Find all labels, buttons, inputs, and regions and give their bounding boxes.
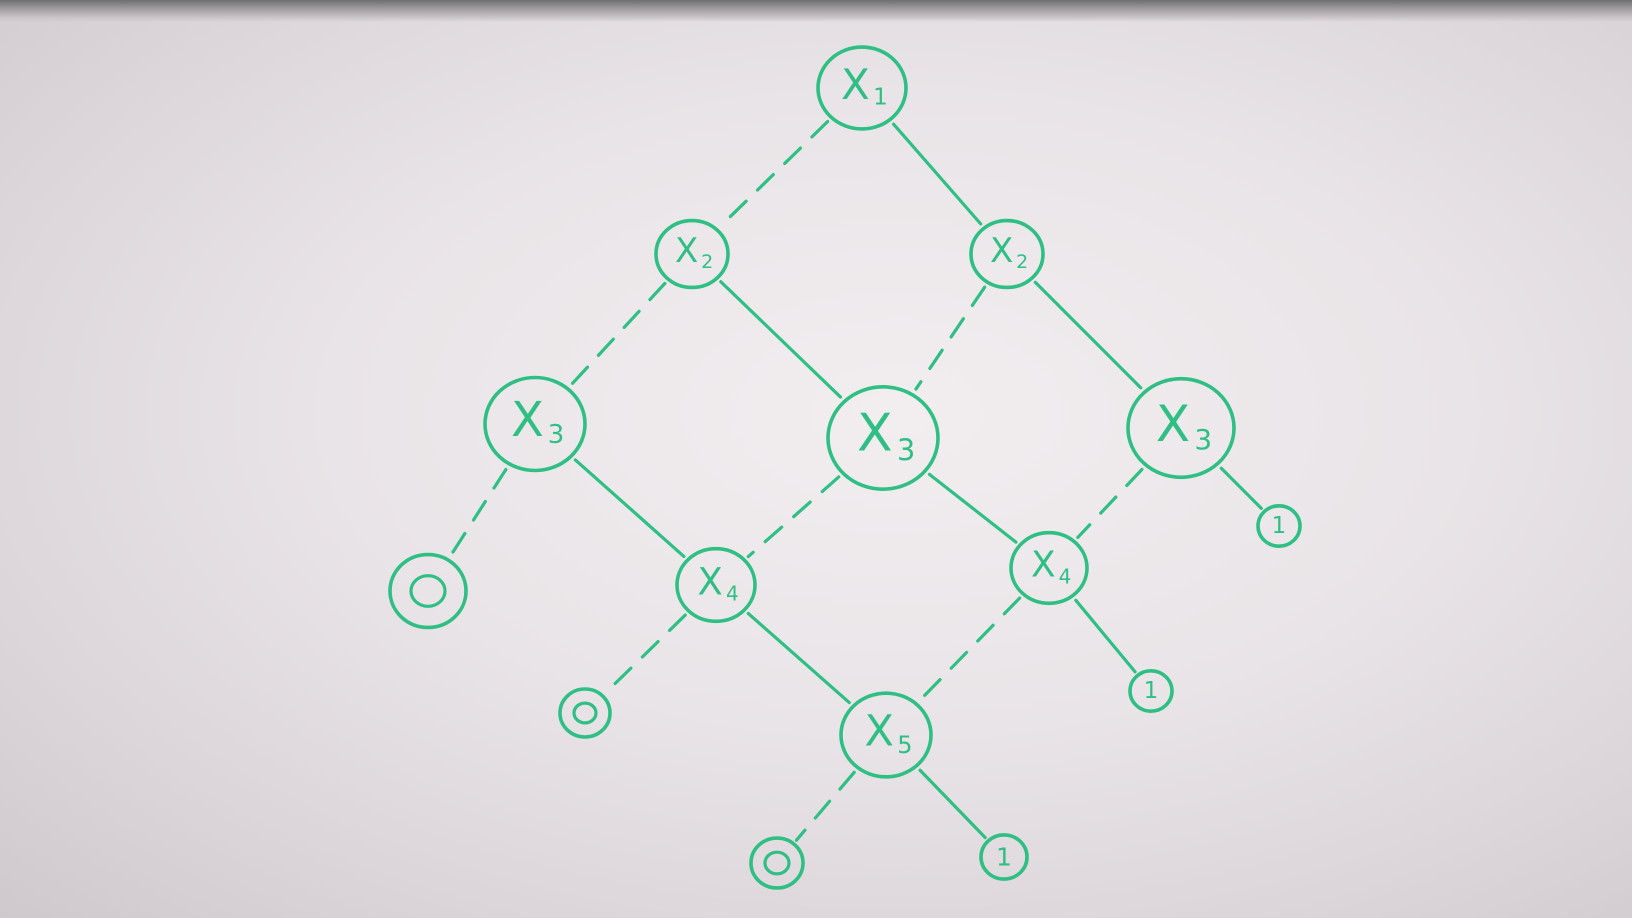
node-label: X <box>1156 395 1190 453</box>
dashed-edge-n5-t0c <box>794 770 856 842</box>
node-circle <box>816 45 908 131</box>
solid-edge-n2b-n3c <box>1033 280 1143 390</box>
terminal-label <box>409 574 447 608</box>
terminal-0-t0a: 0 <box>388 552 468 630</box>
node-subscript: 4 <box>1059 564 1072 588</box>
node-label: X <box>697 560 722 603</box>
solid-edge-n1-n2b <box>891 122 983 226</box>
dashed-edge-n2b-n3b <box>914 285 987 391</box>
terminal-value: 0 <box>777 862 778 864</box>
terminal-0-t0c: 0 <box>749 836 805 890</box>
node-subscript: 2 <box>1016 251 1028 273</box>
node-subscript: 3 <box>1194 423 1212 456</box>
node-subscript: 2 <box>701 251 713 273</box>
solid-edge-n3c-t1a <box>1219 466 1263 510</box>
solid-edge-n5-t1c <box>918 768 987 840</box>
terminal-1-t1b: 1 <box>1128 669 1174 713</box>
node-circle <box>839 691 933 779</box>
terminal-label: 1 <box>1144 678 1159 704</box>
terminal-label: 1 <box>996 843 1012 872</box>
node-label: X <box>675 231 698 271</box>
node-circle <box>1126 376 1236 480</box>
terminal-circle <box>558 687 612 739</box>
edges-layer <box>449 119 1263 842</box>
dashed-edge-n3c-n4b <box>1076 467 1144 540</box>
node-label: X <box>1031 544 1056 585</box>
solid-edge-n4a-n5 <box>746 611 851 705</box>
node-circle <box>675 546 757 624</box>
node-circle <box>1009 530 1089 606</box>
terminal-circle <box>749 836 805 890</box>
node-label: X <box>511 392 544 448</box>
dashed-edge-n1-n2a <box>719 119 830 228</box>
terminal-label <box>572 701 598 725</box>
solid-edge-n4b-t1b <box>1074 598 1137 674</box>
node-circle <box>483 375 587 473</box>
whiteboard-frame-edge <box>0 0 1632 22</box>
solid-edge-n2a-n3b <box>719 280 843 399</box>
node-circle <box>969 218 1045 290</box>
dashed-edge-n3a-t0a <box>449 467 508 558</box>
terminal-circle <box>1128 669 1174 713</box>
node-subscript: 5 <box>897 731 912 759</box>
terminal-circle <box>1256 504 1302 548</box>
node-subscript: 3 <box>548 420 565 450</box>
node-circle <box>826 385 940 491</box>
terminal-value: 0 <box>585 712 586 714</box>
terminal-circle <box>388 552 468 630</box>
terminal-label: 1 <box>1272 513 1287 539</box>
node-label: X <box>841 60 870 109</box>
dashed-edge-n4b-n5 <box>918 596 1022 702</box>
node-subscript: 3 <box>897 433 915 467</box>
dashed-edge-n4a-t0b <box>604 613 687 695</box>
terminal-label <box>763 850 791 876</box>
node-label: X <box>865 706 894 756</box>
node-circle <box>654 218 730 290</box>
terminal-value: 0 <box>428 590 429 592</box>
terminal-1-t1a: 1 <box>1256 504 1302 548</box>
leaves-layer: 0 0 0 1 1 1 <box>388 504 1302 890</box>
node-label: X <box>990 231 1013 271</box>
terminal-circle <box>979 833 1029 881</box>
dashed-edge-n3b-n4a <box>746 475 841 559</box>
terminal-0-t0b: 0 <box>558 687 612 739</box>
solid-edge-n3a-n4a <box>573 458 686 559</box>
solid-edge-n3b-n4b <box>927 472 1018 544</box>
node-label: X <box>857 404 893 464</box>
node-subscript: 4 <box>726 582 739 606</box>
dashed-edge-n2a-n3a <box>570 281 667 386</box>
terminal-1-t1c: 1 <box>979 833 1029 881</box>
node-subscript: 1 <box>873 85 888 111</box>
